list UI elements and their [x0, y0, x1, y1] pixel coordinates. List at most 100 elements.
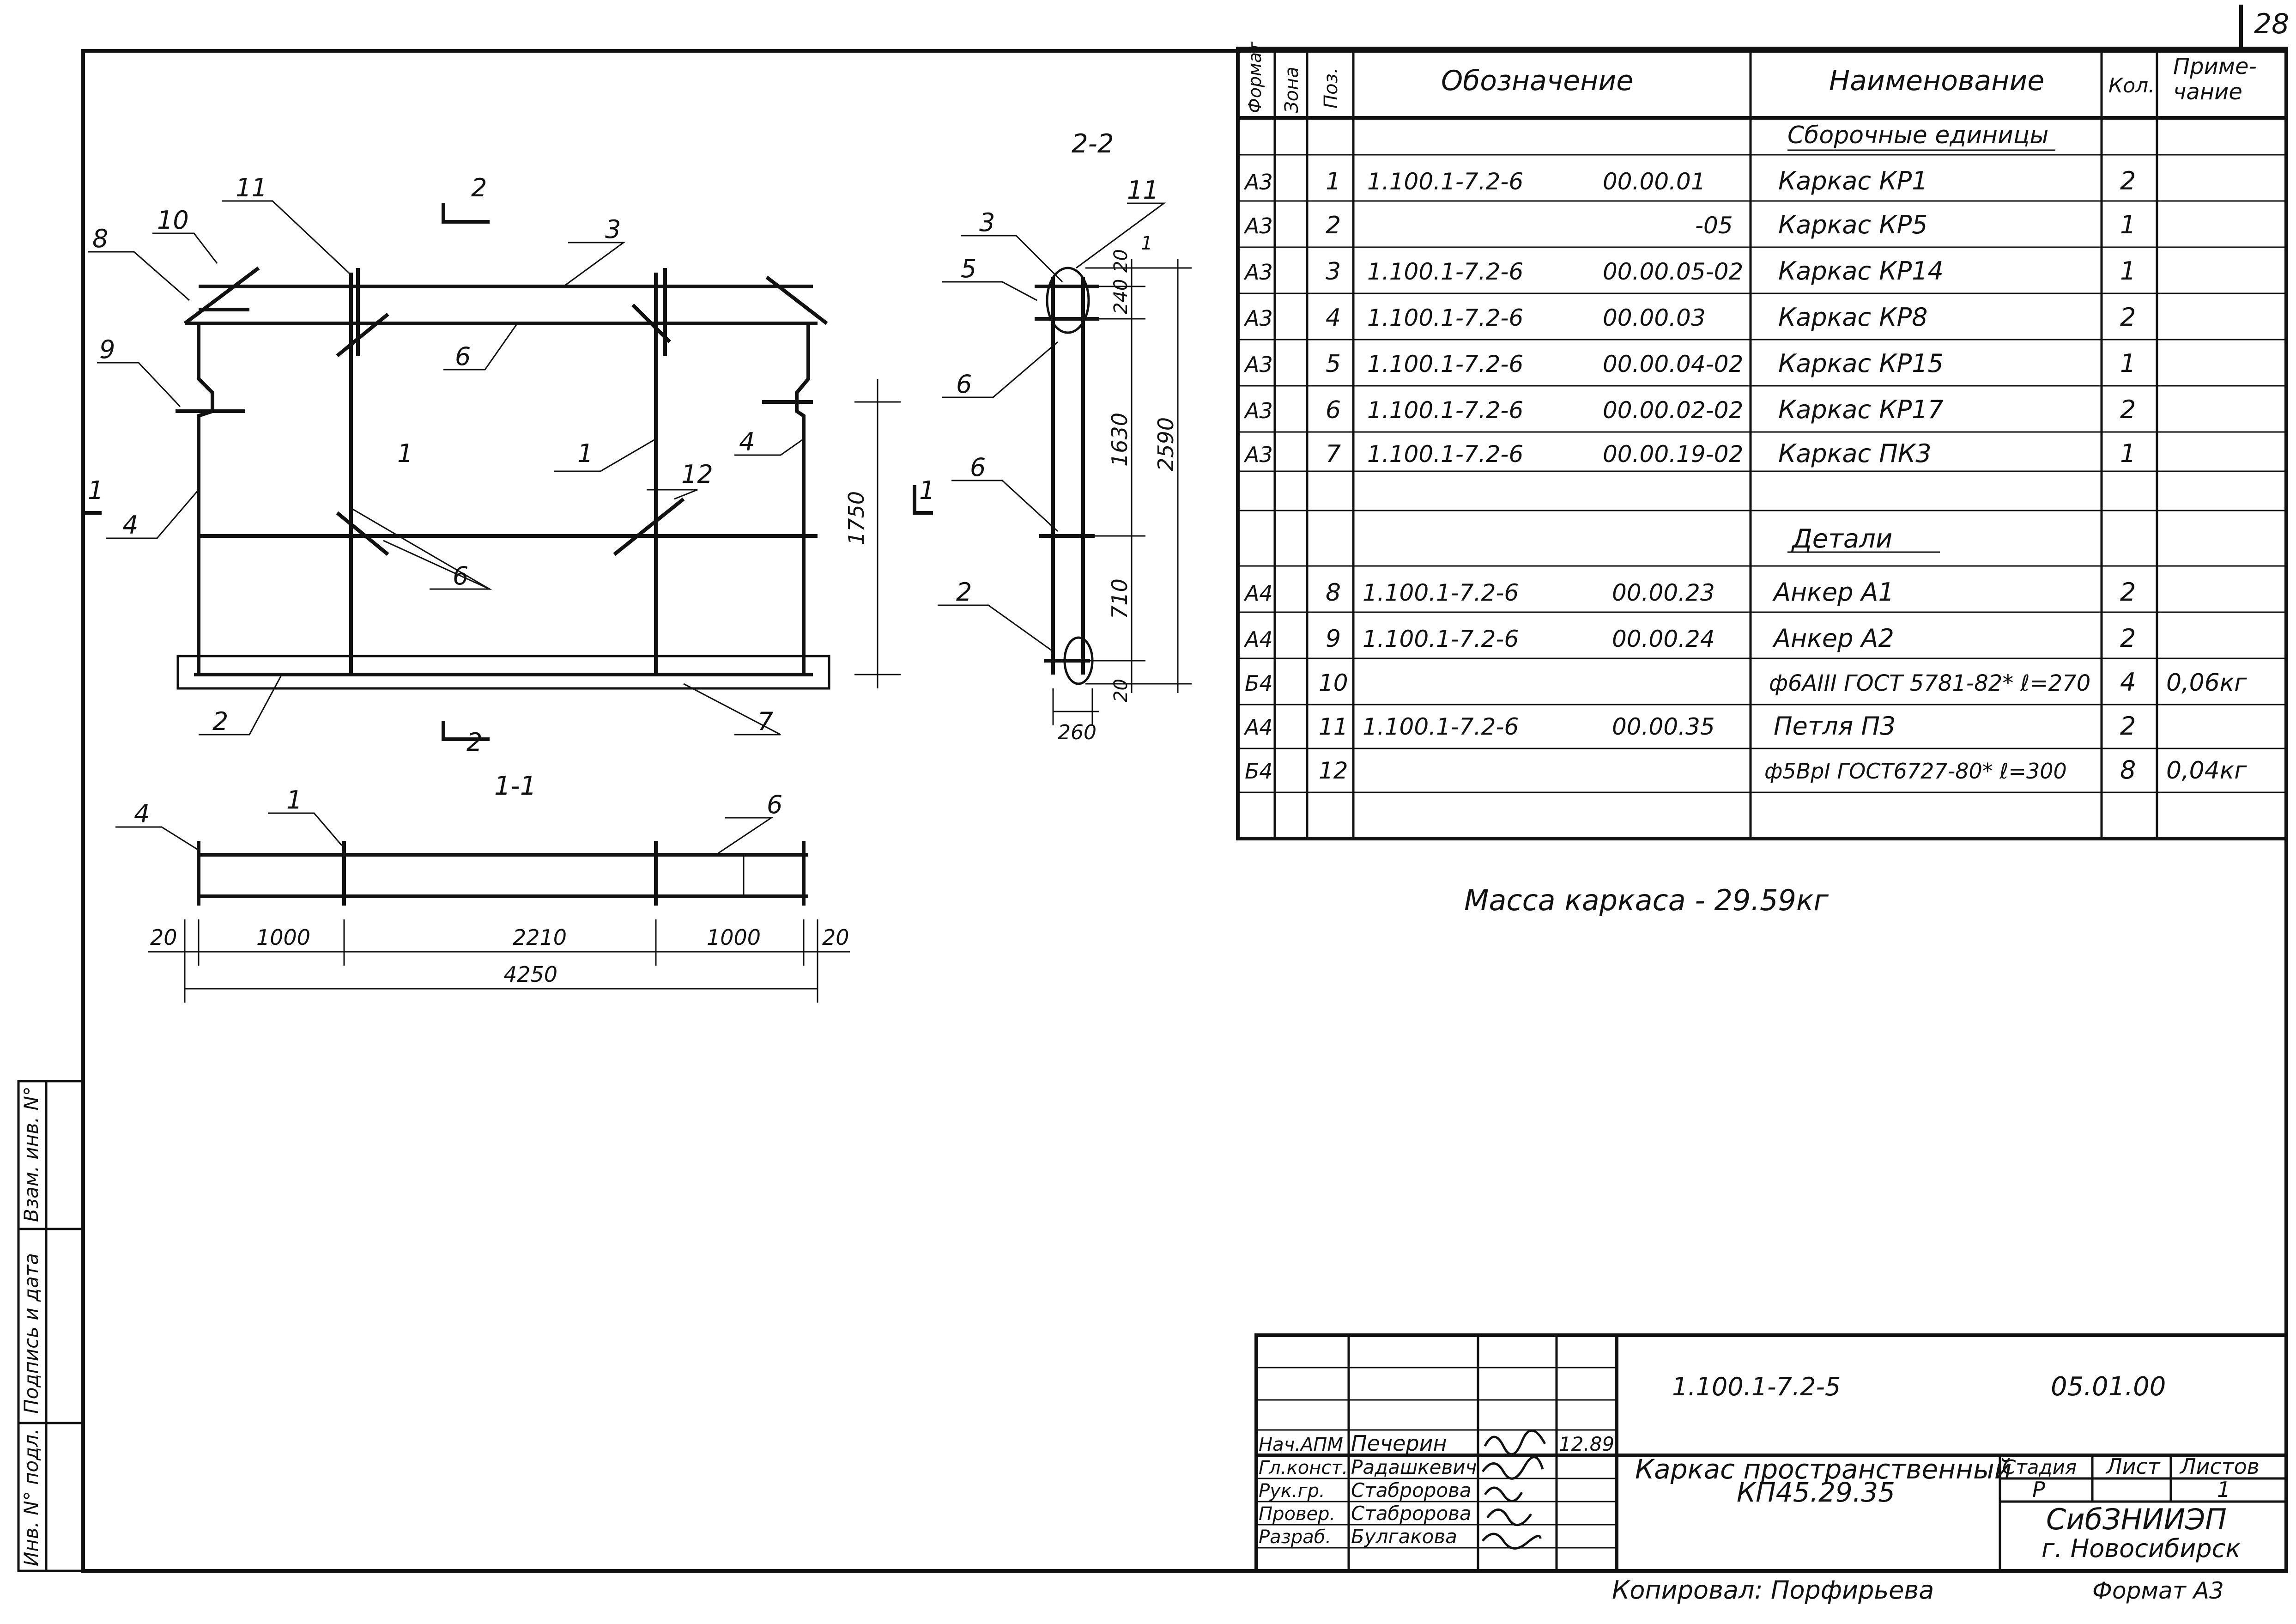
- front-view-drawing: [81, 200, 933, 741]
- row-7-name: Каркас ПК3: [1778, 439, 1932, 468]
- row-5-doc: 1.100.1-7.2-6: [1367, 351, 1523, 377]
- row-8-qty: 2: [2120, 578, 2136, 607]
- cut-label-1-left: 1: [88, 476, 103, 505]
- row-10-name: ф6АIII ГОСТ 5781-82* ℓ=270: [1769, 670, 2090, 696]
- tb-name-4: Стабророва: [1351, 1502, 1472, 1525]
- tb-title-line2: КП45.29.35: [1737, 1477, 1895, 1508]
- plan-dim-1000-left: 1000: [256, 925, 310, 950]
- row-11-qty: 2: [2120, 712, 2136, 741]
- front-leader-1-left: 1: [397, 439, 413, 468]
- tb-role-4: Провер.: [1259, 1503, 1335, 1525]
- col-header-format: Формат: [1245, 41, 1265, 113]
- row-3-name: Каркас КР14: [1778, 256, 1944, 286]
- row-6-format: А3: [1243, 398, 1273, 423]
- row-8-doc: 1.100.1-7.2-6: [1363, 579, 1519, 606]
- section-2-2-title: 2-2: [1072, 129, 1114, 159]
- side-leader-3: 3: [979, 208, 995, 237]
- title-block-grid: [1254, 1333, 2288, 1573]
- table-row: А3 1 1.100.1-7.2-6 00.00.01 Каркас КР1 2: [1243, 166, 2136, 195]
- front-leader-2: 2: [212, 707, 228, 736]
- row-6-name: Каркас КР17: [1778, 395, 1944, 424]
- row-8-pos: 8: [1326, 579, 1341, 607]
- section-assembly-title: Сборочные единицы: [1787, 122, 2048, 149]
- row-2-pos: 2: [1326, 212, 1341, 239]
- row-11-name: Петля П3: [1774, 712, 1896, 741]
- row-5-code: 00.00.04-02: [1603, 351, 1743, 377]
- row-4-pos: 4: [1326, 304, 1341, 332]
- row-4-name: Каркас КР8: [1778, 303, 1928, 332]
- row-6-code: 00.00.02-02: [1603, 397, 1743, 424]
- section-1-1-drawing: [115, 812, 850, 1003]
- row-4-doc: 1.100.1-7.2-6: [1367, 304, 1523, 331]
- row-4-code: 00.00.03: [1603, 304, 1706, 331]
- signature-marks: [1481, 1429, 1546, 1550]
- row-11-format: А4: [1243, 715, 1273, 740]
- tb-sheet-label: Лист: [2105, 1454, 2161, 1479]
- row-3-pos: 3: [1326, 258, 1341, 286]
- plan-dim-4250: 4250: [503, 962, 557, 987]
- table-row: А3 7 1.100.1-7.2-6 00.00.19-02 Каркас ПК…: [1243, 439, 2136, 468]
- row-9-name: Анкер А2: [1772, 624, 1894, 653]
- format-label: Формат А3: [2092, 1577, 2224, 1604]
- tb-doc-number: 1.100.1-7.2-5: [1672, 1372, 1841, 1401]
- row-2-qty: 1: [2120, 210, 2136, 239]
- row-6-pos: 6: [1326, 396, 1341, 424]
- tb-name-1: Печерин: [1351, 1431, 1447, 1456]
- page-number: 28: [2254, 8, 2289, 40]
- front-leader-4-right: 4: [739, 427, 755, 456]
- row-12-pos: 12: [1319, 757, 1348, 784]
- row-9-code: 00.00.24: [1612, 626, 1715, 652]
- copied-by: Копировал: Порфирьева: [1612, 1575, 1934, 1605]
- front-leader-6-bottom: 6: [453, 561, 468, 590]
- row-10-pos: 10: [1319, 669, 1348, 696]
- tb-stage-label: Стадия: [2002, 1456, 2077, 1478]
- front-dim-1750: 1750: [844, 491, 869, 545]
- cut-label-1-right: 1: [919, 476, 935, 505]
- side-stamp-replace: Взам. инв. N°: [20, 1086, 42, 1222]
- side-dim-20-bottom: 20: [1110, 679, 1132, 702]
- plan-leader-1: 1: [286, 785, 302, 815]
- row-10-note: 0,06кг: [2166, 669, 2247, 697]
- row-9-qty: 2: [2120, 624, 2136, 653]
- side-stamp-sign: Подпись и дата: [20, 1253, 42, 1414]
- front-leader-3: 3: [605, 215, 621, 244]
- front-leader-9: 9: [99, 335, 115, 364]
- tb-date: 12.89: [1559, 1433, 1614, 1455]
- tb-doc-code: 05.01.00: [2051, 1372, 2166, 1402]
- row-3-code: 00.00.05-02: [1603, 258, 1743, 285]
- row-2-name: Каркас КР5: [1778, 210, 1928, 239]
- row-5-format: А3: [1243, 352, 1273, 377]
- row-4-qty: 2: [2120, 303, 2136, 332]
- row-8-code: 00.00.23: [1612, 579, 1715, 606]
- row-1-format: А3: [1243, 170, 1273, 195]
- row-5-name: Каркас КР15: [1778, 349, 1944, 378]
- table-row: А3 5 1.100.1-7.2-6 00.00.04-02 Каркас КР…: [1243, 349, 2136, 378]
- plan-dim-20-right: 20: [822, 925, 849, 950]
- row-8-name: Анкер А1: [1772, 578, 1894, 607]
- row-10-format: Б4: [1245, 671, 1273, 696]
- cut-label-2-bottom: 2: [466, 728, 482, 757]
- tb-name-5: Булгакова: [1351, 1525, 1457, 1548]
- table-row: А4 11 1.100.1-7.2-6 00.00.35 Петля П3 2: [1243, 712, 2136, 741]
- row-2-code: -05: [1695, 212, 1733, 239]
- row-1-pos: 1: [1326, 168, 1341, 195]
- side-dim-1: 1: [1141, 233, 1152, 254]
- row-5-qty: 1: [2120, 349, 2136, 378]
- row-11-code: 00.00.35: [1612, 713, 1715, 740]
- tb-org-line1: СибЗНИИЭП: [2046, 1502, 2227, 1536]
- row-2-format: А3: [1243, 213, 1273, 238]
- front-leader-8: 8: [92, 224, 108, 253]
- plan-dim-2210: 2210: [513, 925, 567, 950]
- row-3-qty: 1: [2120, 256, 2136, 286]
- row-11-pos: 11: [1319, 713, 1348, 740]
- col-header-name: Наименование: [1829, 65, 2044, 97]
- tb-name-2: Радашкевич: [1351, 1456, 1477, 1478]
- side-leader-5: 5: [961, 254, 976, 283]
- row-3-doc: 1.100.1-7.2-6: [1367, 258, 1523, 285]
- tb-stage: Р: [2032, 1477, 2045, 1502]
- table-row: А3 2 -05 Каркас КР5 1: [1243, 210, 2136, 239]
- side-stamp-inv: Инв. N° подл.: [20, 1429, 42, 1567]
- section-2-2-drawing: [938, 202, 1192, 725]
- table-row: А3 3 1.100.1-7.2-6 00.00.05-02 Каркас КР…: [1243, 256, 2136, 286]
